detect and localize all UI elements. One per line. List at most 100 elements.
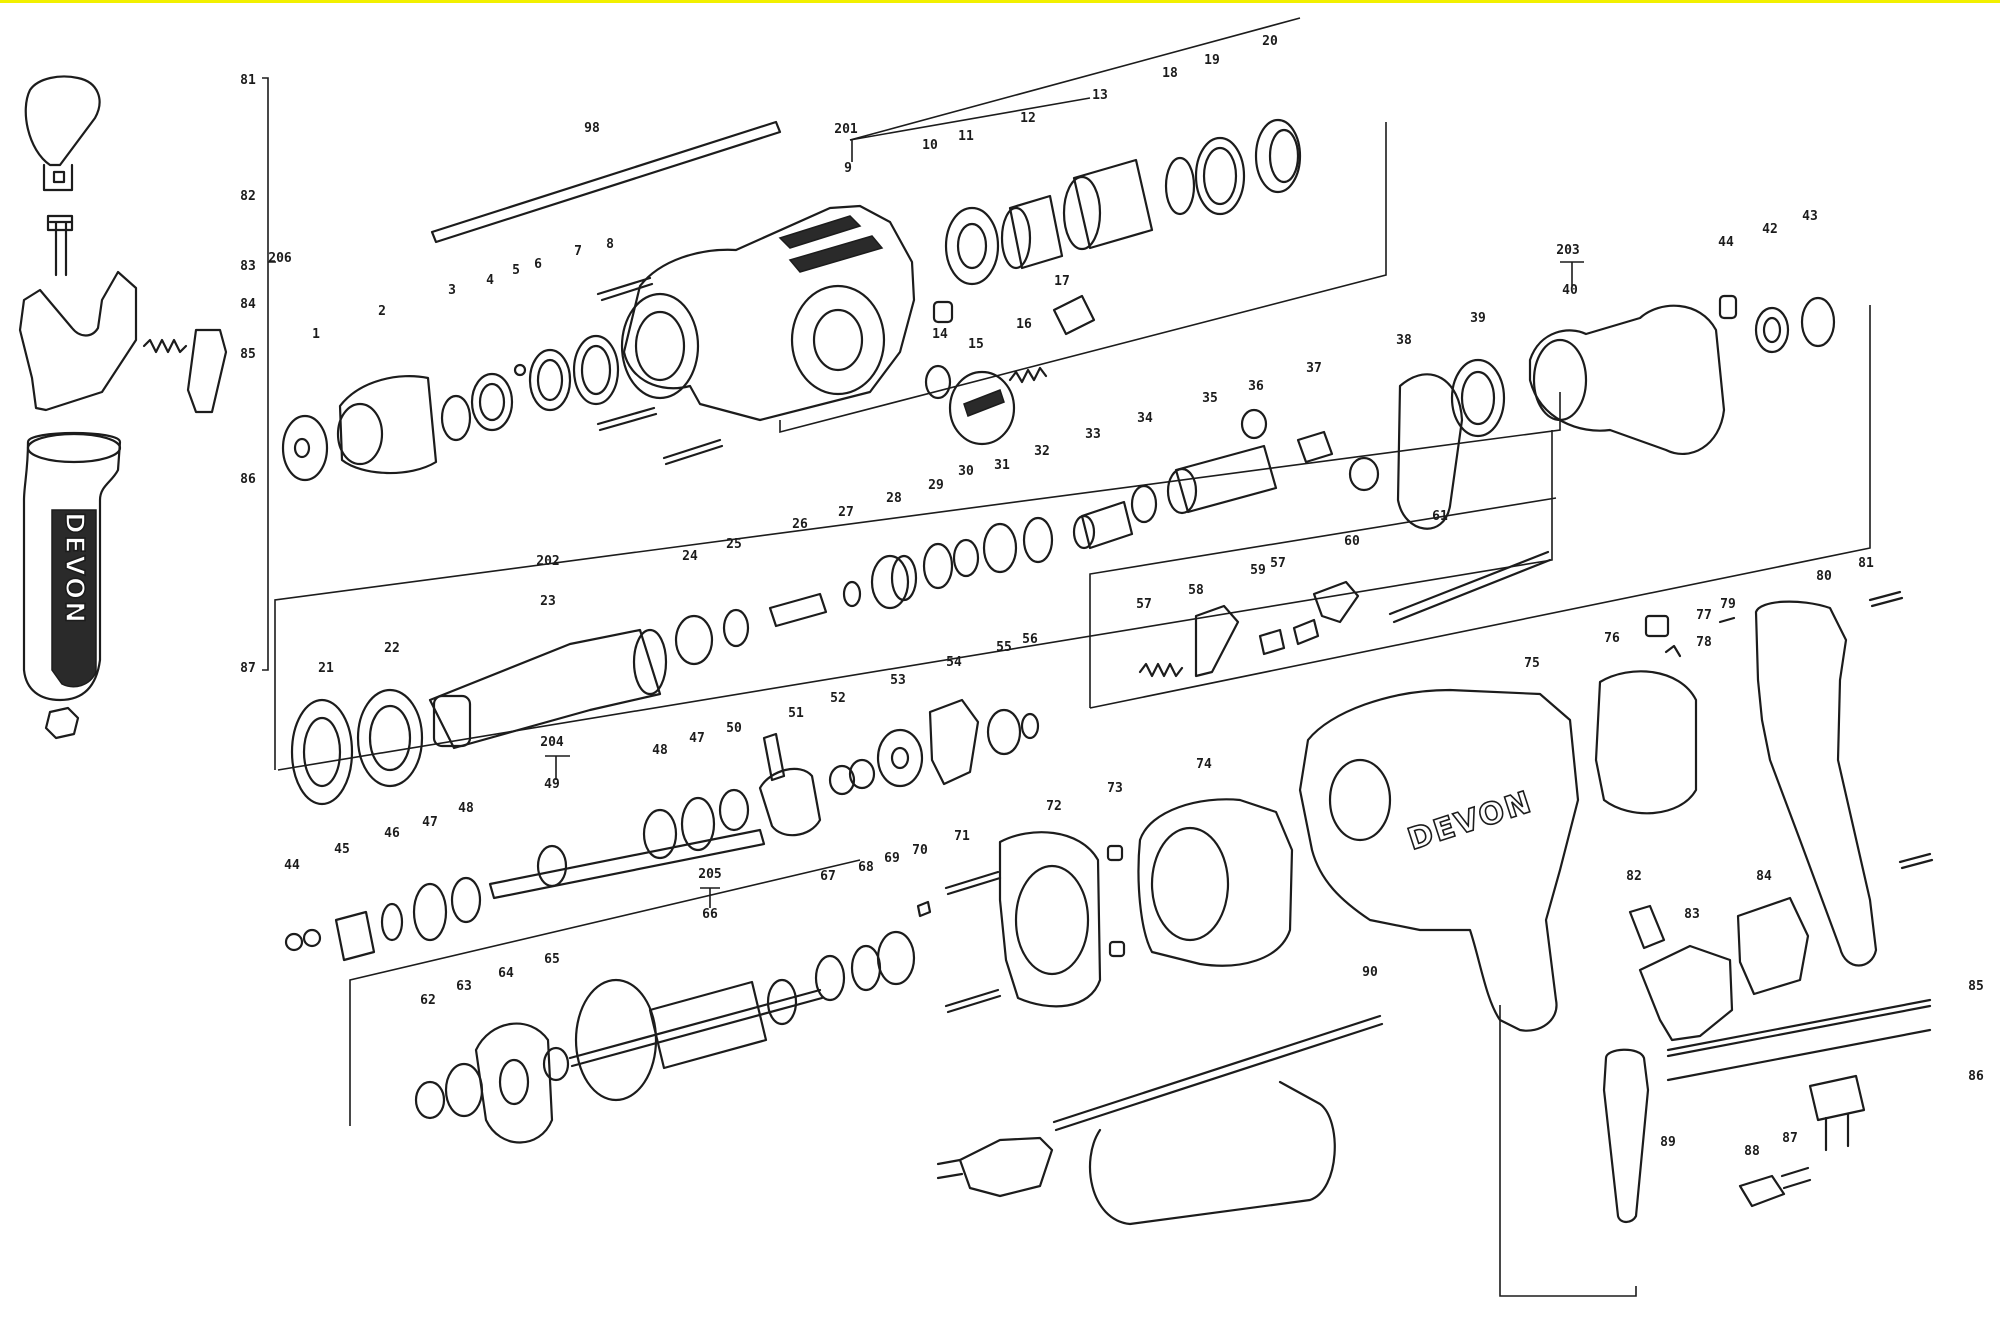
aux-handle-brand-label: DEVON <box>59 512 89 625</box>
callout-label-l84b: 84 <box>1756 869 1772 884</box>
part-57b-part <box>1292 618 1320 646</box>
part-48-bearing <box>642 808 678 860</box>
callout-label-l81: 81 <box>240 73 256 88</box>
callout-label-l47: 47 <box>689 731 705 746</box>
callout-label-l86: 86 <box>240 472 256 487</box>
part-39-bearing <box>1450 358 1506 438</box>
bracket-206 <box>262 77 276 671</box>
part-12-needle-cage-end <box>1000 206 1032 270</box>
part-9-front-bore <box>620 292 700 400</box>
part-85b-wire-b <box>1666 1028 1932 1082</box>
part-81-tab <box>42 163 74 192</box>
part-38-oring <box>1348 456 1380 492</box>
callout-label-l68: 68 <box>858 860 874 875</box>
part-18-ring <box>1164 156 1196 216</box>
callout-label-l40: 40 <box>1562 283 1578 298</box>
part-15-knob-grip <box>963 389 1005 417</box>
callout-label-l78: 78 <box>1696 635 1712 650</box>
part-32-oring <box>1022 516 1054 564</box>
bracket-203 <box>1560 261 1584 286</box>
part-22-gear <box>356 688 424 788</box>
part-40-carrier-bore <box>1532 338 1588 422</box>
part-25-oring <box>722 608 750 648</box>
part-74-stator-bore <box>1150 826 1230 942</box>
part-37-pin <box>1296 430 1334 464</box>
part-29-ring <box>922 542 954 590</box>
part-86-grip <box>22 431 122 702</box>
part-83-switch <box>1638 944 1734 1042</box>
part-43-ring <box>1800 296 1836 348</box>
part-40-carrier <box>1528 304 1726 456</box>
callout-label-l9: 9 <box>844 161 852 176</box>
part-70-screw <box>916 900 932 918</box>
callout-label-l38: 38 <box>1396 333 1412 348</box>
callout-label-l88: 88 <box>1744 1144 1760 1159</box>
part-20-spring-cup <box>1254 118 1302 194</box>
part-74-stator <box>1137 798 1294 967</box>
frame-205 <box>349 859 861 1126</box>
callout-label-l75: 75 <box>1524 656 1540 671</box>
callout-label-l90: 90 <box>1362 965 1378 980</box>
part-73-pin-a <box>1106 844 1124 862</box>
callout-label-l27: 27 <box>838 505 854 520</box>
part-14-washer <box>924 364 952 400</box>
part-4-ring-in <box>478 382 506 422</box>
part-81-clamp-band <box>24 75 101 167</box>
part-36-ring <box>1240 408 1268 440</box>
callout-label-l20: 20 <box>1262 34 1278 49</box>
part-53-disc <box>876 728 924 788</box>
part-50-gear <box>718 788 750 832</box>
part-69-bearing <box>876 930 916 986</box>
part-35-tube-end <box>1166 467 1198 515</box>
callout-label-l54: 54 <box>946 655 962 670</box>
callout-label-l69: 69 <box>884 851 900 866</box>
part-85b-wire-a <box>1666 998 1932 1058</box>
callout-label-l1: 1 <box>312 327 320 342</box>
part-26-piston <box>768 592 828 628</box>
part-72-field-bracket <box>998 831 1102 1008</box>
callout-label-l203: 203 <box>1556 243 1579 258</box>
part-23-drive-end <box>432 694 472 748</box>
callout-label-l76: 76 <box>1604 631 1620 646</box>
callout-label-l33: 33 <box>1085 427 1101 442</box>
part-3-ring <box>440 394 472 442</box>
callout-label-l45: 45 <box>334 842 350 857</box>
part-66-fan <box>574 978 658 1102</box>
part-38-loop <box>1396 373 1464 530</box>
part-86b-capacitor <box>1808 1074 1866 1122</box>
callout-label-l13: 13 <box>1092 88 1108 103</box>
part-87b-screws <box>1780 1166 1812 1190</box>
part-8-screw-c <box>662 438 724 466</box>
part-51-clutch <box>758 767 822 837</box>
callout-label-l87b: 87 <box>1782 1131 1798 1146</box>
armature-row <box>414 978 824 1144</box>
part-19-ring-in <box>1202 146 1238 206</box>
callout-label-l206: 206 <box>268 251 292 266</box>
part-47b-bearing <box>412 882 448 942</box>
frame-cord <box>1499 1005 1637 1297</box>
part-15-knob <box>948 370 1016 446</box>
callout-label-l71: 71 <box>954 829 970 844</box>
callout-label-l58: 58 <box>1188 583 1204 598</box>
callout-label-l62: 62 <box>420 993 436 1008</box>
part-23-cylinder-end <box>632 628 668 696</box>
part-89-sleeve <box>1602 1048 1650 1224</box>
mid-row-parts <box>290 294 1836 806</box>
callout-label-l22: 22 <box>384 641 400 656</box>
callout-label-l67: 67 <box>820 869 836 884</box>
part-42-seal-in <box>1762 316 1782 344</box>
callout-label-l7: 7 <box>574 244 582 259</box>
part-42-seal <box>1754 306 1790 354</box>
part-73-pin-b <box>1108 940 1126 958</box>
part-27-oring <box>842 580 862 608</box>
callout-label-l28: 28 <box>886 491 902 506</box>
callout-label-l5: 5 <box>512 263 520 278</box>
part-9-rib-a <box>778 215 862 249</box>
part-9-front-bore-in <box>634 310 686 382</box>
motor-housing-brand-label: DEVON <box>1404 785 1537 858</box>
part-12-needle-cage <box>1008 194 1064 270</box>
top-highlight-bar <box>0 0 2000 3</box>
callout-label-l16: 16 <box>1016 317 1032 332</box>
callout-label-l37: 37 <box>1306 361 1322 376</box>
